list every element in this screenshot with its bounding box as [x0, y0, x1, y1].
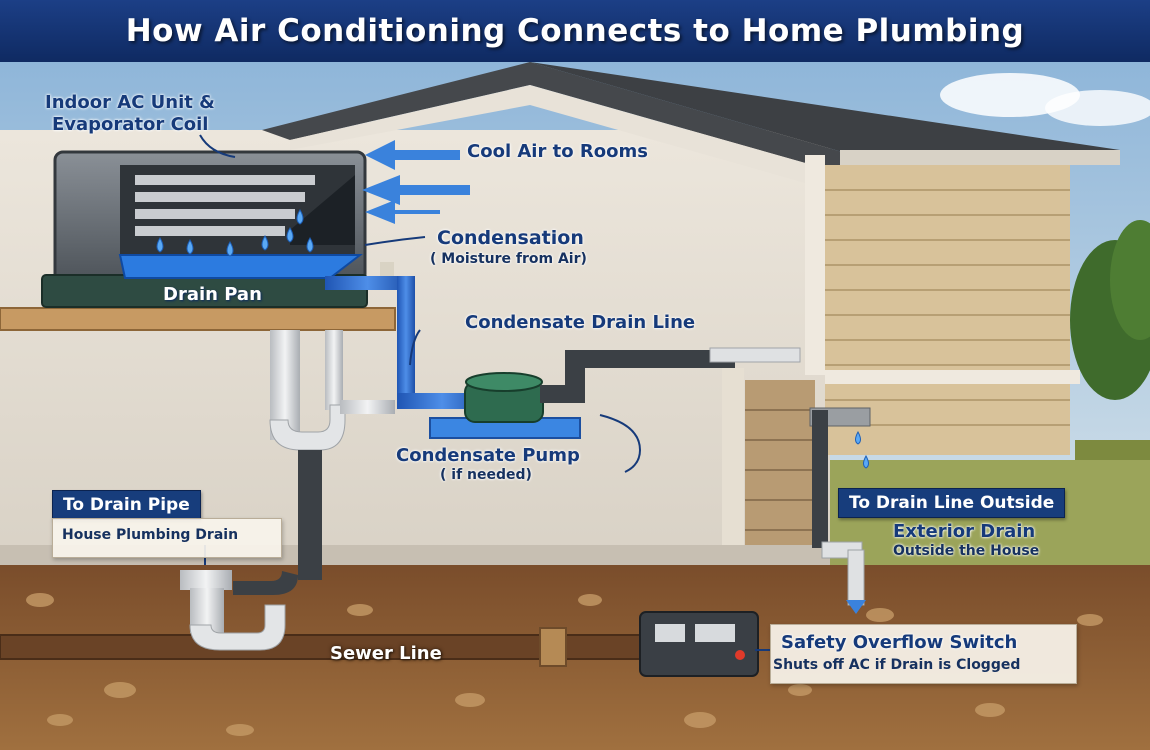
soil-stones	[26, 593, 1103, 736]
siding-lines	[825, 189, 1070, 426]
safety-switch-note: Shuts off AC if Drain is Clogged	[773, 657, 1021, 673]
condensation-label: Condensation	[437, 227, 584, 249]
condensate-drain-line-label: Condensate Drain Line	[465, 312, 696, 333]
ac-unit-icon	[41, 150, 368, 308]
indoor-unit-label-2: Evaporator Coil	[52, 114, 208, 135]
airflow-arrow-icon	[362, 140, 470, 224]
to-drain-line-outside-banner: To Drain Line Outside	[838, 488, 1066, 518]
safety-switch-label: Safety Overflow Switch	[781, 632, 1018, 653]
condensate-pump-label: Condensate Pump	[396, 445, 580, 466]
house-drain-panel	[52, 518, 282, 558]
exterior-drain-note: Outside the House	[893, 543, 1040, 559]
cool-air-label: Cool Air to Rooms	[467, 141, 648, 162]
house-drain-trap	[269, 330, 395, 451]
indoor-unit-label-line2: Evaporator Coil	[52, 114, 209, 135]
title-bar: How Air Conditioning Connects to Home Pl…	[0, 0, 1150, 65]
safety-switch-panel	[770, 624, 1077, 684]
sewer-trap	[180, 570, 286, 651]
condensate-pump-note: ( if needed)	[440, 467, 532, 483]
indoor-unit-label-line1: Indoor AC Unit &	[45, 92, 215, 113]
drain-pan-label: Drain Pan	[163, 284, 262, 305]
water-drop-icon	[156, 209, 314, 257]
condensation-note: ( Moisture from Air)	[430, 251, 587, 267]
exterior-drain-label: Exterior Drain	[893, 521, 1036, 542]
indoor-unit-label: Indoor AC Unit &	[45, 92, 215, 113]
to-drain-pipe-banner: To Drain Pipe	[52, 490, 201, 520]
overflow-switch-icon	[639, 611, 759, 677]
house-plumbing-drain-label: House Plumbing Drain	[62, 527, 239, 543]
sewer-line-label: Sewer Line	[330, 643, 442, 664]
page-title: How Air Conditioning Connects to Home Pl…	[125, 13, 1025, 49]
exterior-drain-pipe	[809, 407, 871, 614]
